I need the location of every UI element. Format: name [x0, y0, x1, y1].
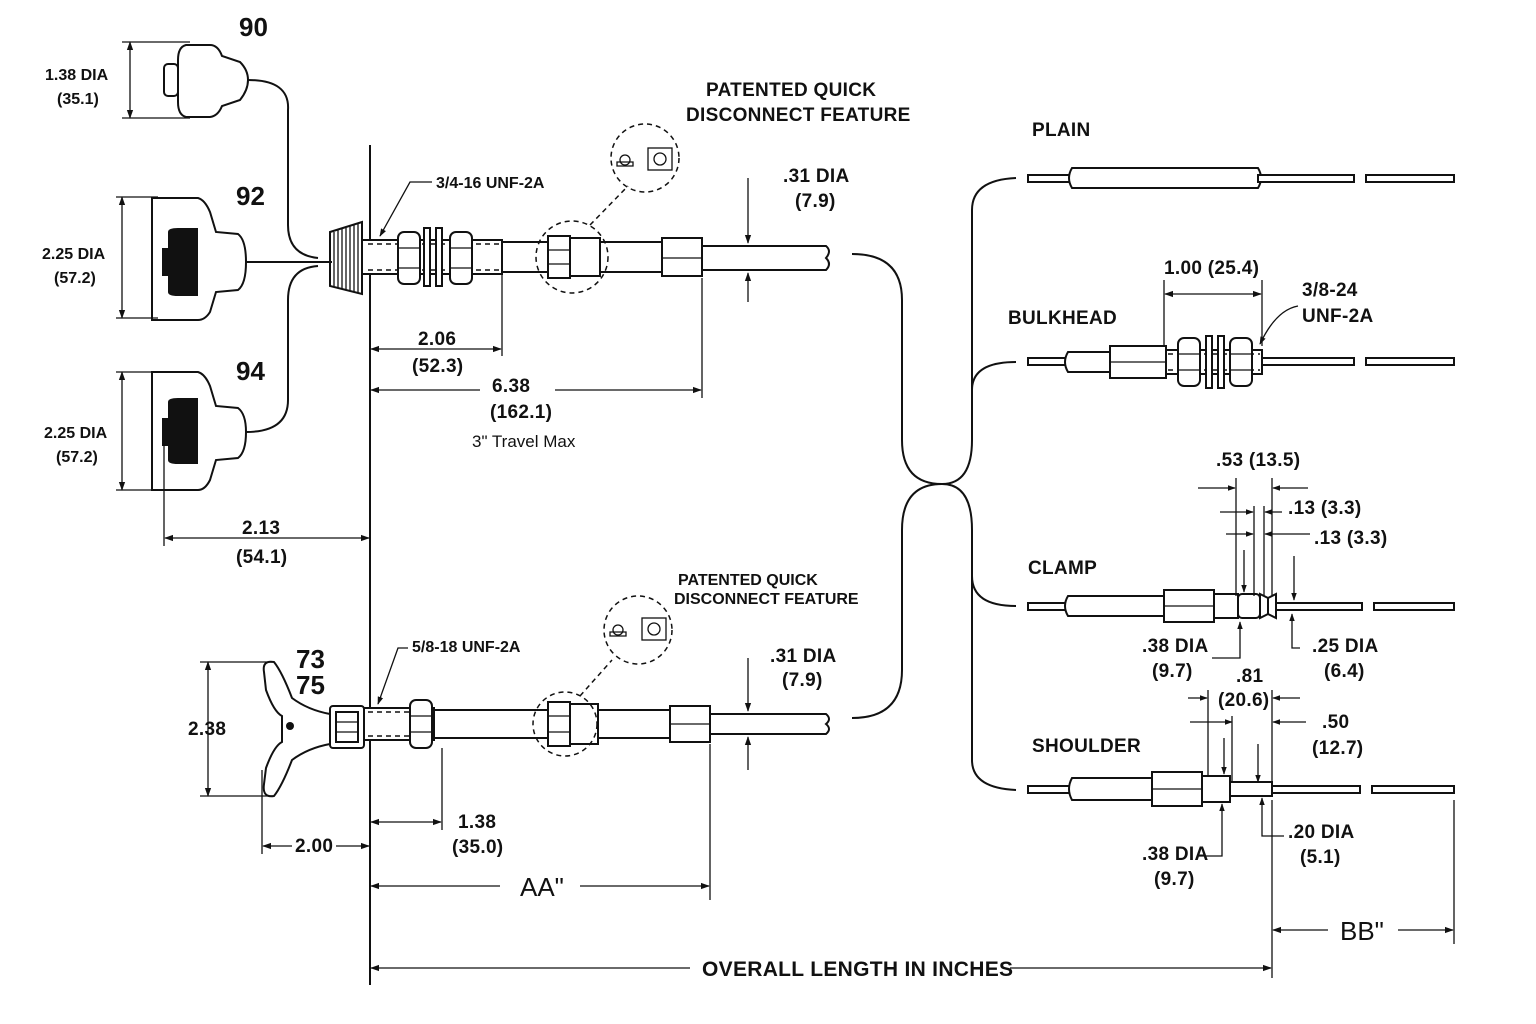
dim-2-13: 2.13: [242, 518, 280, 539]
clamp-body-dia-mm: (9.7): [1152, 661, 1193, 682]
handle-73-75: [262, 660, 365, 798]
clamp-d1: .53 (13.5): [1216, 450, 1300, 471]
lower-cable-assembly: [363, 595, 830, 757]
shoulder-tip-dia-mm: (5.1): [1300, 847, 1341, 868]
upper-thread-label: 3/4-16 UNF-2A: [436, 175, 545, 192]
overall-length-label: OVERALL LENGTH IN INCHES: [702, 958, 1013, 981]
bulkhead-label: BULKHEAD: [1008, 308, 1117, 329]
dim-2-00: 2.00: [295, 836, 333, 857]
handle-94-dia: 2.25 DIA: [44, 425, 108, 442]
travel-max: 3" Travel Max: [472, 432, 576, 451]
dim-2-13-mm: (54.1): [236, 547, 287, 568]
clamp-tip-arrow-bottom: [1289, 613, 1300, 649]
shoulder-body-dia-mm: (9.7): [1154, 869, 1195, 890]
upper-qd-title-1: PATENTED QUICK: [706, 80, 876, 101]
shoulder-body-arrow-bottom: [1204, 803, 1225, 857]
bulkhead-thread-1: 3/8-24: [1302, 280, 1358, 301]
dim-1-38-mm: (35.0): [452, 837, 503, 858]
handle-90-dia-mm: (35.1): [57, 91, 99, 108]
dim-aa: AA": [520, 872, 564, 902]
end-fitting-brace: [851, 177, 1017, 791]
lower-rod-dia: .31 DIA: [770, 646, 837, 667]
handle-94-dia-mm: (57.2): [56, 449, 98, 466]
lower-qd-title-2: DISCONNECT FEATURE: [674, 591, 859, 608]
handle-92: [151, 197, 328, 321]
lower-thread-label: 5/8-18 UNF-2A: [412, 639, 521, 656]
shoulder-end-fitting: [1027, 771, 1455, 807]
bulkhead-end-fitting: [1027, 335, 1455, 389]
upper-thread-leader: [379, 181, 432, 237]
shoulder-tip-dia: .20 DIA: [1288, 822, 1355, 843]
dim-2-38: 2.38: [188, 719, 226, 740]
upper-cable-assembly: [329, 123, 830, 296]
bulkhead-thread-leader: [1259, 305, 1299, 345]
shoulder-label: SHOULDER: [1032, 736, 1141, 757]
lower-qd-title-1: PATENTED QUICK: [678, 572, 818, 589]
shoulder-tip-arrow-bottom: [1259, 797, 1284, 837]
shoulder-d1: .81: [1236, 666, 1263, 687]
shoulder-body-dia: .38 DIA: [1142, 844, 1209, 865]
shoulder-d1-mm: (20.6): [1218, 690, 1269, 711]
handle-73-model: 73: [296, 644, 325, 674]
handle-92-dia-mm: (57.2): [54, 270, 96, 287]
bb-label: BB": [1340, 916, 1384, 946]
dim-6-38: 6.38: [492, 376, 530, 397]
clamp-tip-dia-mm: (6.4): [1324, 661, 1365, 682]
dim-1-38: 1.38: [458, 812, 496, 833]
dim-2-00-bg: [292, 832, 336, 856]
handle-90-dia: 1.38 DIA: [45, 67, 109, 84]
handle-92-model: 92: [236, 181, 265, 211]
shoulder-d2-mm: (12.7): [1312, 738, 1363, 759]
upper-rod-dia-mm: (7.9): [795, 191, 836, 212]
dim-2-06: 2.06: [418, 329, 456, 350]
lower-rod-dia-mm: (7.9): [782, 670, 823, 691]
handle-94-model: 94: [236, 356, 265, 386]
plain-end-fitting: [1027, 167, 1455, 189]
shoulder-d2: .50: [1322, 712, 1349, 733]
clamp-body-arrow-bottom: [1212, 621, 1243, 659]
clamp-d2: .13 (3.3): [1288, 498, 1361, 519]
clamp-label: CLAMP: [1028, 558, 1097, 579]
handle-94: [151, 265, 319, 491]
clamp-body-dia: .38 DIA: [1142, 636, 1209, 657]
clamp-tip-dia: .25 DIA: [1312, 636, 1379, 657]
upper-qd-title-2: DISCONNECT FEATURE: [686, 105, 911, 126]
lower-thread-leader: [377, 647, 408, 705]
dim-2-06-mm: (52.3): [412, 356, 463, 377]
upper-rod-dia: .31 DIA: [783, 166, 850, 187]
dim-6-38-mm: (162.1): [490, 402, 552, 423]
handle-90: [163, 44, 319, 259]
bulkhead-thread-2: UNF-2A: [1302, 306, 1373, 327]
handle-90-model: 90: [239, 12, 268, 42]
plain-label: PLAIN: [1032, 120, 1091, 141]
clamp-d3: .13 (3.3): [1314, 528, 1387, 549]
handle-92-dia: 2.25 DIA: [42, 246, 106, 263]
bulkhead-len: 1.00 (25.4): [1164, 258, 1259, 279]
handle-75-model: 75: [296, 670, 325, 700]
clamp-end-fitting: [1027, 589, 1455, 623]
